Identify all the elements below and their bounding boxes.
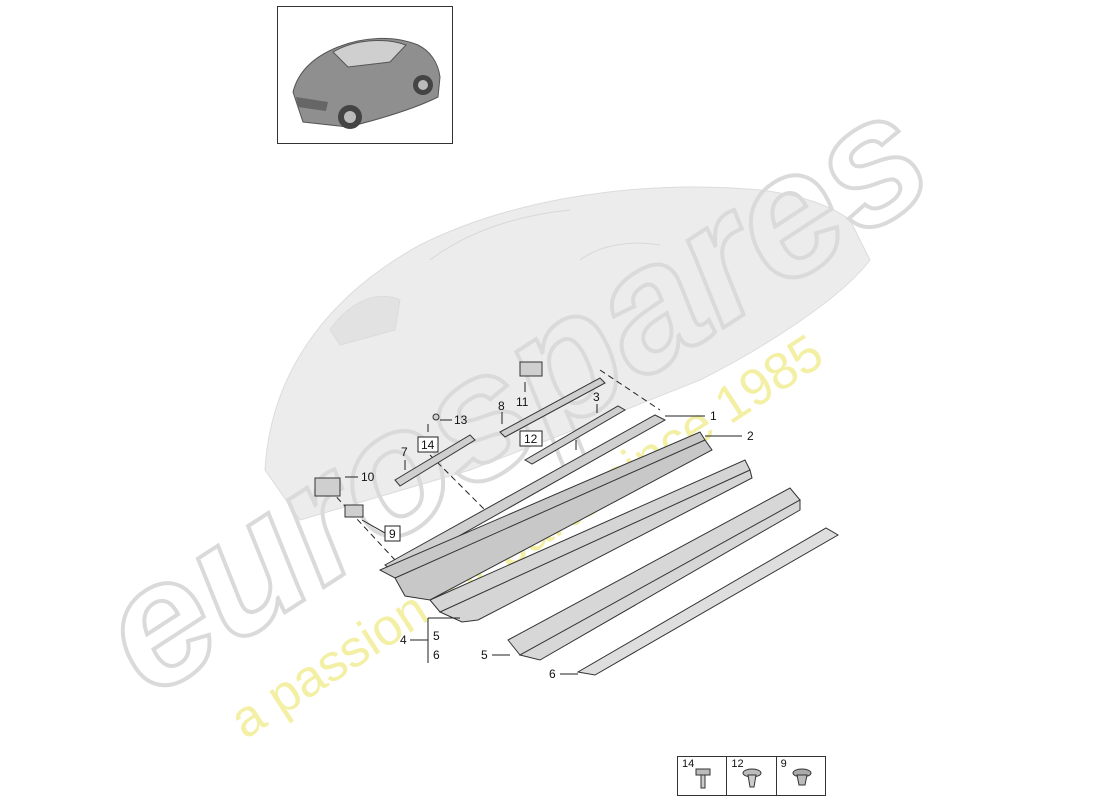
callout-7: 7 — [401, 445, 408, 459]
callout-14-box: 14 — [417, 436, 439, 453]
legend-item-12: 12 — [727, 757, 777, 795]
car-icon — [292, 38, 441, 129]
parts — [314, 361, 839, 676]
guide-lines — [329, 369, 661, 561]
clip-icon — [792, 768, 812, 786]
part-5-running-board — [507, 487, 801, 661]
part-6-strip — [576, 527, 839, 676]
callout-8: 8 — [498, 399, 505, 413]
callout-1: 1 — [710, 409, 717, 423]
part-10-bracket — [314, 477, 341, 497]
callout-12: 12 — [524, 432, 538, 446]
callout-14: 14 — [421, 438, 435, 452]
callout-4: 4 — [400, 633, 407, 647]
part-3-strip — [523, 405, 627, 465]
bolt-icon — [695, 768, 711, 789]
clip-screw-icon — [742, 768, 762, 788]
vehicle-thumbnail — [277, 6, 453, 144]
part-7-bracket — [394, 434, 476, 487]
part-2-sill-panel — [378, 431, 713, 601]
callout-13: 13 — [454, 413, 468, 427]
callout-9-box: 9 — [384, 525, 401, 542]
fastener-legend: 14 12 9 — [677, 756, 826, 796]
callout-6: 6 — [549, 667, 556, 681]
part-13-fastener — [432, 413, 440, 421]
part-4-running-board — [429, 459, 753, 623]
legend-item-9: 9 — [777, 757, 825, 795]
legend-item-14: 14 — [678, 757, 728, 795]
legend-number: 9 — [780, 758, 787, 770]
callout-3: 3 — [593, 390, 600, 404]
callout-4-sub-6: 6 — [433, 648, 440, 662]
leader-lines — [345, 382, 742, 675]
part-11-bracket — [519, 361, 543, 377]
callout-5: 5 — [481, 648, 488, 662]
callout-2: 2 — [747, 429, 754, 443]
legend-number: 14 — [682, 758, 695, 770]
part-8-bracket — [499, 377, 606, 438]
callout-12-box: 12 — [519, 430, 543, 447]
callout-9: 9 — [389, 527, 396, 541]
callout-4-sub-5: 5 — [433, 629, 440, 643]
legend-number: 12 — [731, 758, 744, 770]
part-9-clip — [344, 504, 364, 518]
watermark-brand: eurospares — [64, 54, 962, 731]
car-silhouette — [264, 186, 871, 521]
callout-11: 11 — [516, 395, 529, 409]
callout-10: 10 — [361, 470, 375, 484]
callouts: 1 2 3 4 5 6 5 6 7 8 10 11 13 9 12 14 — [361, 390, 754, 681]
